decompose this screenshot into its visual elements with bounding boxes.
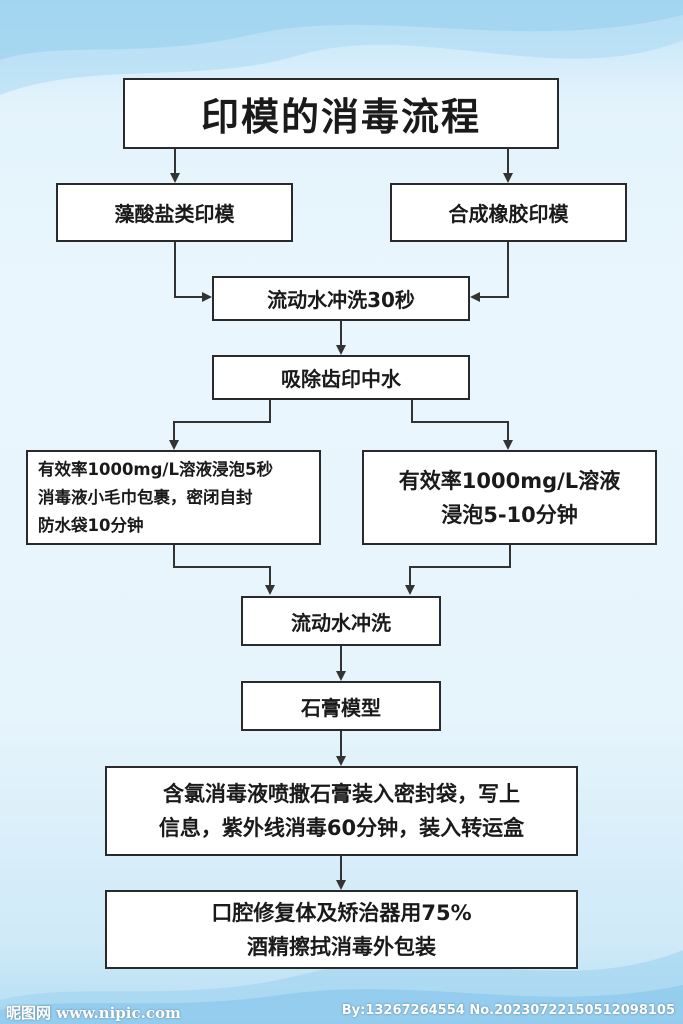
chlorine-line-2: 信息，紫外线消毒60分钟，装入转运盒 [158,816,525,840]
arrow-right-to-rinse [405,544,511,595]
rinse-box: 流动水冲洗 [241,596,441,646]
soak-line-1: 有效率1000mg/L溶液 [398,468,621,493]
synthetic-rubber-impression-box: 合成橡胶印模 [390,183,627,242]
alcohol-line-2: 酒精擦拭消毒外包装 [246,934,436,959]
watermark-site: 昵图网 www.nipic.com [6,1004,181,1022]
soak-line-2: 浸泡5-10分钟 [441,502,578,527]
plaster-model-box: 石膏模型 [241,681,441,731]
soak-wrap-line-1: 有效率1000mg/L溶液浸泡5秒 [38,459,273,479]
arrow-alginate-to-rinse [174,241,212,302]
arrow-left-to-rinse [173,544,275,595]
page-title: 印模的消毒流程 [123,78,559,149]
alginate-impression-box: 藻酸盐类印模 [56,183,293,242]
watermark-footer: 昵图网 www.nipic.com By:13267264554 No.2023… [0,998,683,1024]
soak-wrap-branch-box: 有效率1000mg/L溶液浸泡5秒 消毒液小毛巾包裹，密闭自封 防水袋10分钟 [26,450,321,545]
rinse-30s-box: 流动水冲洗30秒 [212,276,470,321]
alcohol-wipe-box: 口腔修复体及矫治器用75% 酒精擦拭消毒外包装 [105,890,578,969]
chlorine-line-1: 含氯消毒液喷撒石膏装入密封袋，写上 [162,782,520,806]
watermark-id: By:13267264554 No.20230722150512098105 [341,1003,675,1018]
chlorine-disinfection-box: 含氯消毒液喷撒石膏装入密封袋，写上 信息，紫外线消毒60分钟，装入转运盒 [105,766,578,856]
soak-branch-box: 有效率1000mg/L溶液 浸泡5-10分钟 [362,450,657,545]
absorb-water-box: 吸除齿印中水 [212,355,470,400]
soak-wrap-line-3: 防水袋10分钟 [38,515,144,535]
arrow-absorb-to-left [169,400,271,450]
alcohol-line-1: 口腔修复体及矫治器用75% [211,900,472,925]
soak-wrap-line-2: 消毒液小毛巾包裹，密闭自封 [38,487,253,507]
arrow-absorb-to-right [411,400,513,450]
arrow-rubber-to-rinse [470,241,509,302]
